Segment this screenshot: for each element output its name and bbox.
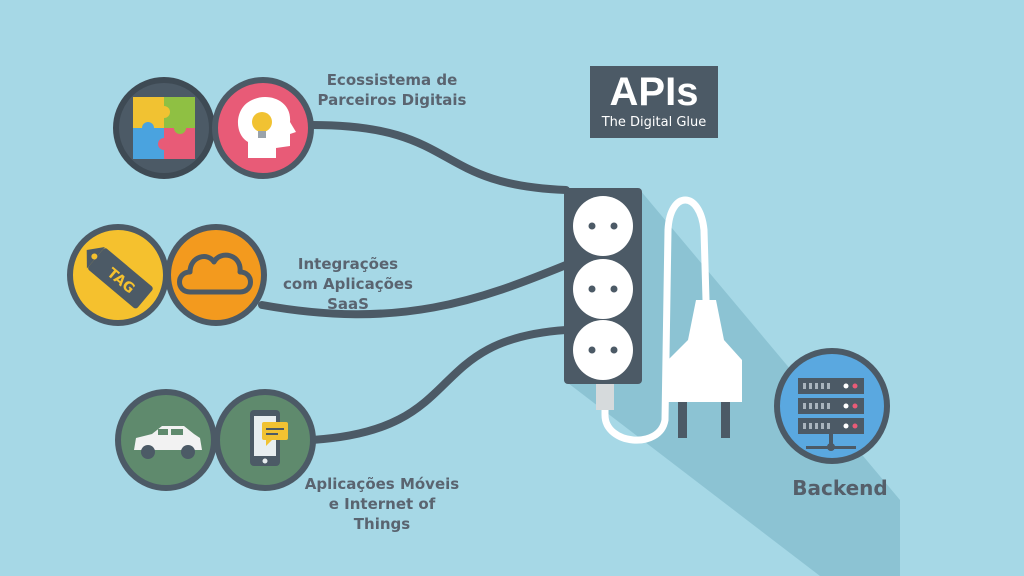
plug-cable <box>601 196 710 444</box>
socket-3 <box>573 320 633 380</box>
title-box: APIs The Digital Glue <box>590 66 718 138</box>
socket-1 <box>573 196 633 256</box>
cable-mobile <box>308 326 570 444</box>
cloud-icon <box>165 224 267 326</box>
car-icon <box>115 389 217 491</box>
label-mobile-iot: Aplicações Móveis e Internet of Things <box>304 475 460 533</box>
cable-saas <box>258 261 570 319</box>
tag-icon: TAG <box>67 224 169 326</box>
label-saas: Integrações com Aplicações SaaS <box>283 255 413 313</box>
puzzle-icon <box>113 77 215 179</box>
cable-strain-relief <box>596 380 614 410</box>
cable-partners <box>308 121 570 194</box>
plug-icon <box>668 300 742 438</box>
subtitle: The Digital Glue <box>601 115 707 130</box>
lightbulb-head-icon <box>212 77 314 179</box>
smartphone-chat-icon <box>214 389 316 491</box>
power-strip <box>564 188 642 384</box>
backend-label: Backend <box>792 476 888 500</box>
title: APIs <box>609 70 699 114</box>
socket-2 <box>573 259 633 319</box>
server-icon <box>774 348 890 464</box>
label-partners: Ecossistema de Parceiros Digitais <box>317 71 467 109</box>
